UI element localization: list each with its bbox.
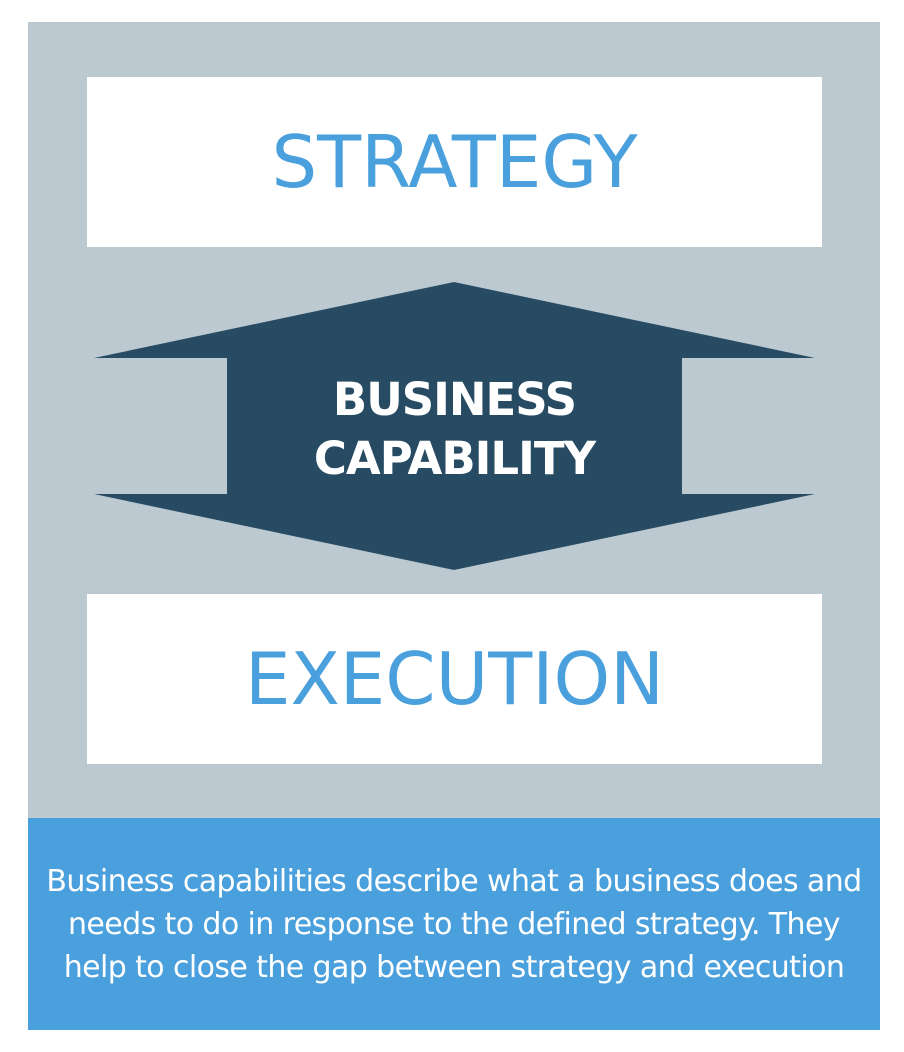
strategy-label: STRATEGY [271, 120, 638, 204]
business-capability-line2: CAPABILITY [313, 432, 596, 485]
execution-label: EXECUTION [244, 637, 665, 721]
description-text: Business capabilities describe what a bu… [46, 863, 862, 985]
execution-box: EXECUTION [87, 594, 822, 764]
business-capability-line1: BUSINESS [332, 373, 577, 426]
description-panel: Business capabilities describe what a bu… [28, 818, 880, 1030]
strategy-box: STRATEGY [87, 77, 822, 247]
business-capability-label: BUSINESS CAPABILITY [227, 370, 682, 488]
bidirectional-arrow-shape [94, 282, 815, 570]
